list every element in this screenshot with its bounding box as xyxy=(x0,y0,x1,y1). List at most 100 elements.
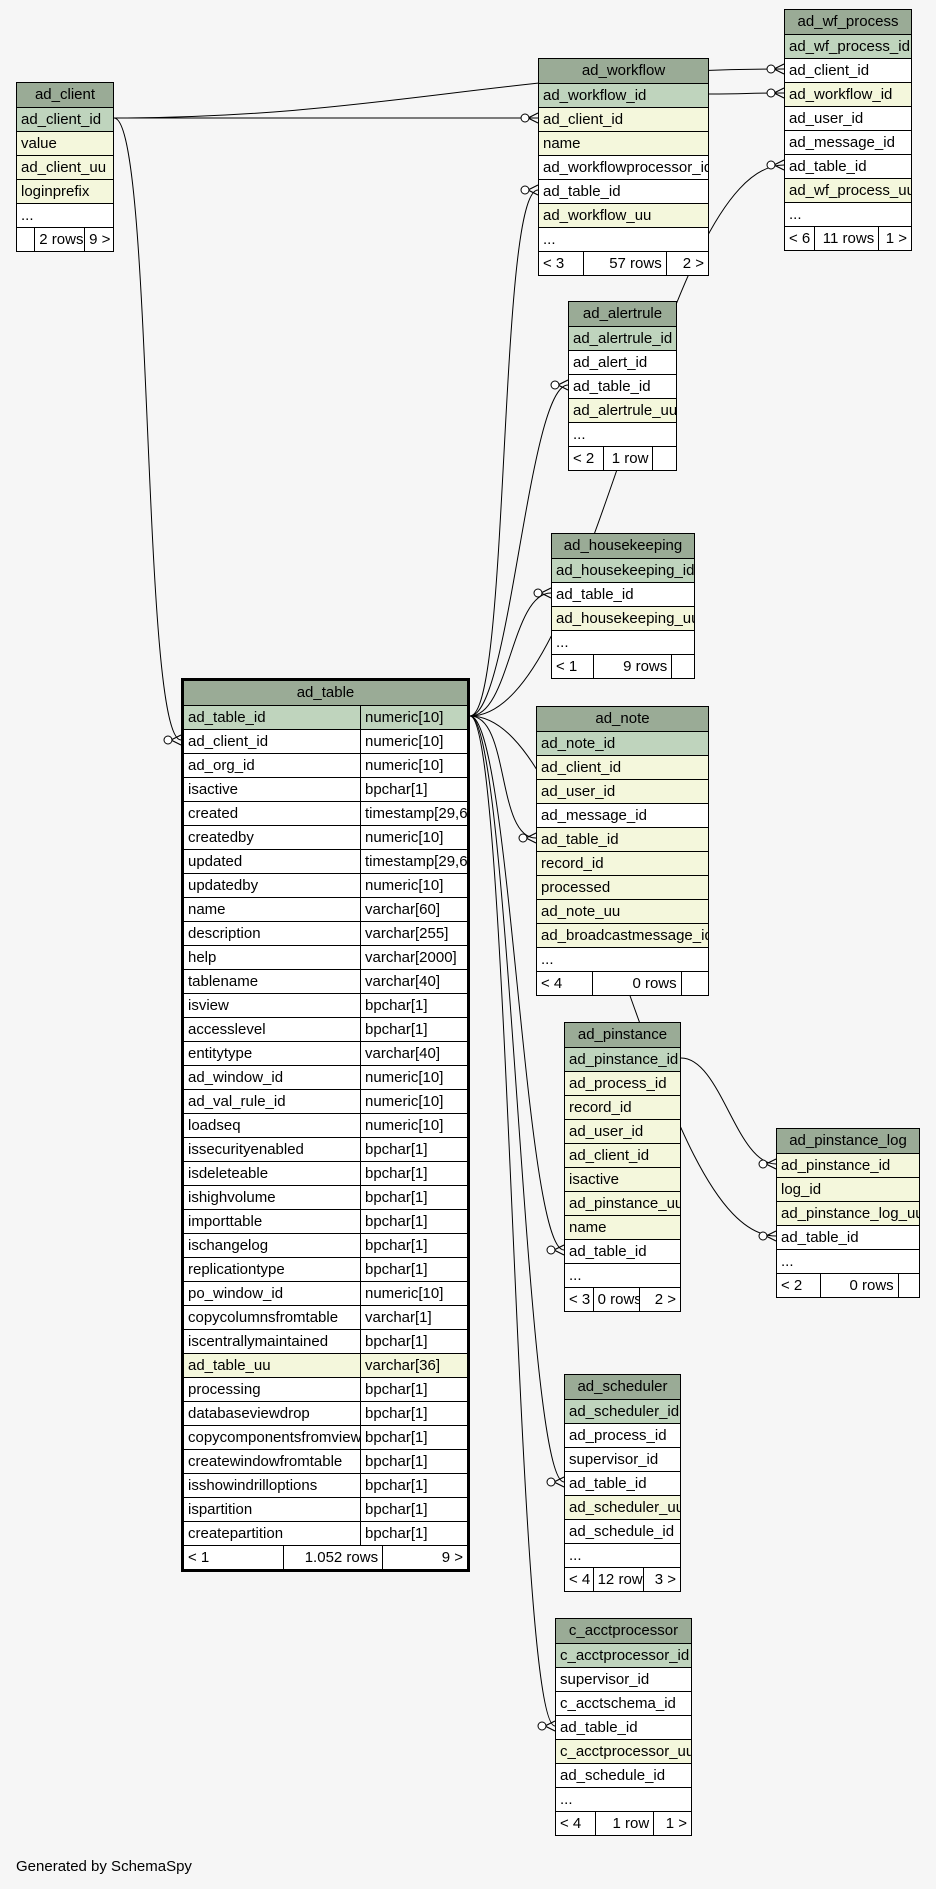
column-row[interactable]: ad_workflowprocessor_id xyxy=(539,155,708,179)
column-row[interactable]: ad_client_id xyxy=(785,58,911,82)
table-header[interactable]: ad_client xyxy=(17,83,113,107)
column-row[interactable]: ad_table_id xyxy=(552,582,694,606)
column-row[interactable]: ad_alertrule_uu xyxy=(569,398,676,422)
column-row[interactable]: ad_message_id xyxy=(537,803,708,827)
column-row[interactable]: ad_housekeeping_id xyxy=(552,558,694,582)
table-header[interactable]: ad_wf_process xyxy=(785,10,911,34)
column-row[interactable]: ... xyxy=(777,1249,919,1273)
column-row[interactable]: ... xyxy=(17,203,113,227)
column-row[interactable]: ad_broadcastmessage_id xyxy=(537,923,708,947)
column-row[interactable]: ad_table_id xyxy=(539,179,708,203)
table-header[interactable]: ad_pinstance_log xyxy=(777,1129,919,1153)
column-row[interactable]: supervisor_id xyxy=(565,1447,680,1471)
column-row[interactable]: ad_table_id xyxy=(569,374,676,398)
column-row[interactable]: ad_workflow_id xyxy=(539,83,708,107)
column-row[interactable]: ad_wf_process_uu xyxy=(785,178,911,202)
column-row[interactable]: ad_user_id xyxy=(537,779,708,803)
column-row[interactable]: ad_workflow_id xyxy=(785,82,911,106)
column-row[interactable]: ad_message_id xyxy=(785,130,911,154)
column-row[interactable]: ... xyxy=(556,1787,691,1811)
column-row[interactable]: ad_process_id xyxy=(565,1423,680,1447)
column-row[interactable]: ... xyxy=(569,422,676,446)
column-row[interactable]: ad_note_uu xyxy=(537,899,708,923)
column-row[interactable]: ad_client_id xyxy=(17,107,113,131)
column-row[interactable]: record_id xyxy=(537,851,708,875)
column-row[interactable]: loginprefix xyxy=(17,179,113,203)
column-row[interactable]: ad_table_id xyxy=(565,1239,680,1263)
column-row[interactable]: ad_client_uu xyxy=(17,155,113,179)
column-row[interactable]: record_id xyxy=(565,1095,680,1119)
column-row[interactable]: c_acctprocessor_uu xyxy=(556,1739,691,1763)
column-row[interactable]: ad_client_id xyxy=(539,107,708,131)
table-header[interactable]: ad_scheduler xyxy=(565,1375,680,1399)
column-row[interactable]: ad_table_id xyxy=(777,1225,919,1249)
column-row[interactable]: ad_wf_process_id xyxy=(785,34,911,58)
column-row[interactable]: ... xyxy=(785,202,911,226)
column-row[interactable]: ad_pinstance_id xyxy=(777,1153,919,1177)
column-row[interactable]: ad_schedule_id xyxy=(565,1519,680,1543)
column-row[interactable]: c_acctprocessor_id xyxy=(556,1643,691,1667)
column-row[interactable]: ... xyxy=(539,227,708,251)
column-row[interactable]: supervisor_id xyxy=(556,1667,691,1691)
column-row[interactable]: processed xyxy=(537,875,708,899)
column-row[interactable]: ... xyxy=(552,630,694,654)
column-row[interactable]: ad_client_id xyxy=(537,755,708,779)
column-row[interactable]: ad_process_id xyxy=(565,1071,680,1095)
column-row[interactable]: ad_table_id xyxy=(565,1471,680,1495)
column-row[interactable]: ... xyxy=(565,1263,680,1287)
column-row[interactable]: name xyxy=(565,1215,680,1239)
column-row[interactable]: ad_pinstance_uu xyxy=(565,1191,680,1215)
column-row[interactable]: ad_scheduler_uu xyxy=(565,1495,680,1519)
column-row[interactable]: ad_pinstance_log_uu xyxy=(777,1201,919,1225)
table-header[interactable]: c_acctprocessor xyxy=(556,1619,691,1643)
column-row[interactable]: ad_pinstance_id xyxy=(565,1047,680,1071)
column-row[interactable]: ad_table_id xyxy=(537,827,708,851)
column-row[interactable]: c_acctschema_id xyxy=(556,1691,691,1715)
column-row[interactable]: ad_workflow_uu xyxy=(539,203,708,227)
table-header[interactable]: ad_workflow xyxy=(539,59,708,83)
column-row[interactable]: ad_alertrule_id xyxy=(569,326,676,350)
table-header[interactable]: ad_table xyxy=(184,681,467,705)
column-row[interactable]: ad_client_id xyxy=(565,1143,680,1167)
column-row[interactable]: value xyxy=(17,131,113,155)
column-row[interactable]: isactive xyxy=(565,1167,680,1191)
column-row[interactable]: ... xyxy=(565,1543,680,1567)
table-header[interactable]: ad_housekeeping xyxy=(552,534,694,558)
table-header[interactable]: ad_alertrule xyxy=(569,302,676,326)
column-row[interactable]: log_id xyxy=(777,1177,919,1201)
column-row[interactable]: ad_schedule_id xyxy=(556,1763,691,1787)
column-row[interactable]: ad_table_id xyxy=(556,1715,691,1739)
